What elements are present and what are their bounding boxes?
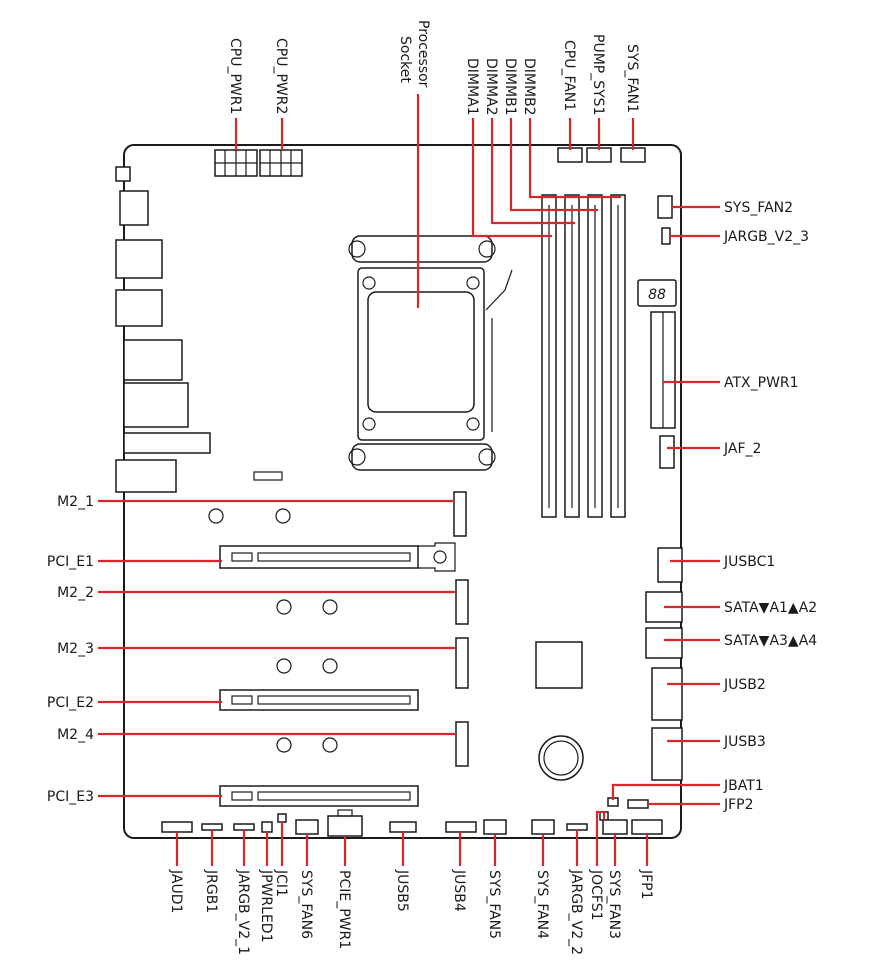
debug-led-display (637, 279, 677, 307)
atx-power-connector (650, 311, 676, 429)
label-jpwrled1: JPWRLED1 (258, 869, 274, 942)
small-header (253, 471, 283, 481)
label-pci-e3: PCI_E3 (47, 789, 94, 805)
label-jargb-v2-3: JARGB_V2_3 (723, 229, 809, 245)
sata-a3-a4-connector (645, 627, 683, 659)
label-m2-2: M2_2 (57, 585, 94, 601)
label-m2-1: M2_1 (57, 494, 94, 510)
debug-led-digits: 88 (648, 287, 666, 303)
label-dimmb2: DIMMB2 (521, 58, 537, 116)
label-m2-3: M2_3 (57, 641, 94, 657)
label-jusb3: JUSB3 (723, 734, 766, 750)
label-sys-fan5: SYS_FAN5 (486, 870, 502, 939)
jpwrled1-header (261, 821, 273, 833)
jusb5-header (389, 821, 417, 833)
label-jaf-2: JAF_2 (723, 441, 761, 457)
label-jbat1: JBAT1 (723, 778, 764, 794)
sys-fan3-header (602, 819, 628, 835)
label-cpu-pwr1: CPU_PWR1 (227, 38, 243, 114)
leader-lines (98, 94, 720, 866)
cpu-power-connector-1 (214, 149, 258, 177)
label-jfp2: JFP2 (723, 797, 754, 813)
label-jusb5: JUSB5 (394, 869, 410, 912)
sys-fan5-header (483, 819, 507, 835)
pump-fan-header (586, 147, 612, 163)
cpu-fan-header (557, 147, 583, 163)
jfp1-header (631, 819, 663, 835)
jusbc1-connector (657, 547, 683, 583)
label-jfp1: JFP1 (638, 869, 654, 900)
label-sata-a3-a4: SATA▼A3▲A4 (724, 633, 817, 649)
jusb2-connector (651, 667, 683, 721)
label-dimmb1: DIMMB1 (502, 58, 518, 116)
jargb-v2-2-header (566, 823, 588, 831)
cmos-battery (538, 735, 584, 781)
jfp2-header (627, 799, 649, 809)
chipset (535, 641, 583, 689)
jaf-2-header (659, 435, 675, 469)
pcie-e1-slot (219, 542, 456, 572)
label-jaud1: JAUD1 (168, 869, 184, 913)
m2-1-slot (453, 491, 467, 537)
label-processor-socket-line2: Socket (397, 36, 413, 83)
label-jargb-v2-1: JARGB_V2_1 (235, 869, 251, 955)
label-pci-e1: PCI_E1 (47, 554, 94, 570)
pcie-e2-slot (219, 689, 419, 711)
rear-io-panel (115, 166, 211, 493)
label-jargb-v2-2: JARGB_V2_2 (568, 869, 584, 955)
label-atx-pwr1: ATX_PWR1 (724, 375, 799, 391)
sys-fan6-header (295, 819, 319, 835)
label-sys-fan3: SYS_FAN3 (606, 870, 622, 939)
label-pci-e2: PCI_E2 (47, 695, 94, 711)
label-sys-fan1: SYS_FAN1 (624, 44, 640, 113)
jci1-header (277, 813, 287, 823)
sys-fan4-header (531, 819, 555, 835)
label-pcie-pwr1: PCIE_PWR1 (336, 870, 352, 949)
label-sys-fan4: SYS_FAN4 (534, 870, 550, 939)
label-dimma1: DIMMA1 (464, 58, 480, 116)
jargb-v2-3-header (661, 227, 671, 245)
label-m2-4: M2_4 (57, 727, 94, 743)
pcie-e3-slot (219, 785, 419, 807)
m2-2-slot (455, 579, 469, 625)
label-jci1: JCI1 (273, 869, 289, 897)
jusb4-header (445, 821, 477, 833)
jusb3-connector (651, 727, 683, 781)
label-processor-socket-line1: Processor (415, 20, 431, 88)
label-jusb2: JUSB2 (723, 677, 766, 693)
label-sys-fan2: SYS_FAN2 (724, 200, 793, 216)
label-jusb4: JUSB4 (451, 869, 467, 912)
cpu-power-connector-2 (259, 149, 303, 177)
label-dimma2: DIMMA2 (483, 58, 499, 116)
jrgb1-header (201, 823, 223, 831)
label-jocfs1: JOCFS1 (588, 869, 604, 921)
label-sata-a1-a2: SATA▼A1▲A2 (724, 600, 817, 616)
sys-fan2-header (657, 195, 673, 219)
label-jrgb1: JRGB1 (203, 869, 219, 913)
label-sys-fan6: SYS_FAN6 (298, 870, 314, 939)
label-jusbc1: JUSBC1 (723, 554, 775, 570)
jaud1-header (161, 821, 193, 833)
label-pump-sys1: PUMP_SYS1 (590, 34, 606, 115)
m2-3-slot (455, 637, 469, 689)
sys-fan1-header (620, 147, 646, 163)
jargb-v2-1-header (233, 823, 255, 831)
m2-4-slot (455, 721, 469, 767)
dimm-slots (541, 194, 626, 518)
processor-socket (348, 235, 513, 471)
label-cpu-pwr2: CPU_PWR2 (273, 38, 289, 114)
label-cpu-fan1: CPU_FAN1 (561, 40, 577, 111)
